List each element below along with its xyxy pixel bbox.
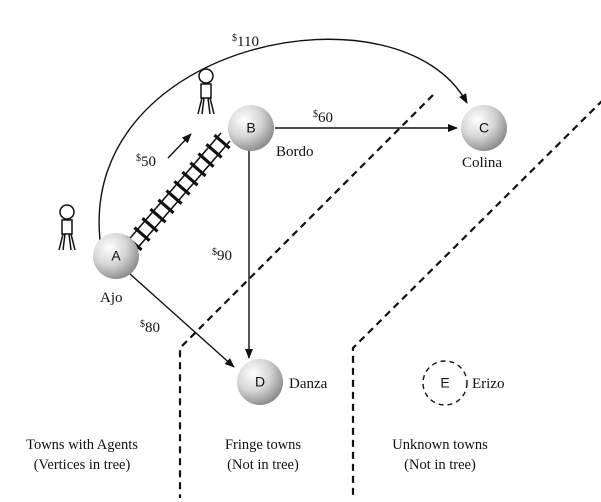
region-fringe-title: Fringe towns	[225, 437, 301, 453]
agent-figure-icon	[197, 68, 215, 115]
arrow-icon	[167, 133, 192, 159]
node-d: D	[237, 359, 283, 405]
railroad-tie	[197, 152, 215, 168]
railroad-tie	[181, 170, 199, 187]
region-fringe-subtitle: (Not in tree)	[227, 457, 299, 473]
agent-figure-icon	[58, 204, 76, 251]
node-b: B	[228, 105, 274, 151]
node-c: C	[461, 105, 507, 151]
node-a: A	[93, 233, 139, 279]
region-agents-subtitle: (Vertices in tree)	[34, 457, 131, 473]
fringe-region-divider	[178, 94, 434, 498]
railroad-tie	[141, 217, 159, 233]
cost-a-d: $80	[140, 319, 160, 336]
railroad-tie	[173, 180, 191, 196]
town-name-erizo: Erizo	[472, 376, 504, 392]
node-d-letter: D	[255, 374, 265, 390]
railroad-track-icon	[124, 132, 231, 253]
node-e-letter: E	[440, 375, 449, 391]
town-name-ajo: Ajo	[100, 290, 123, 306]
node-a-letter: A	[111, 248, 121, 264]
railroad-tie	[205, 143, 223, 159]
cost-b-c: $60	[313, 109, 333, 126]
railroad-tie	[189, 161, 207, 178]
town-name-bordo: Bordo	[276, 144, 314, 160]
railroad-tie	[213, 133, 231, 150]
edge-a-c	[98, 38, 468, 241]
node-b-letter: B	[246, 120, 255, 136]
cost-b-d: $90	[212, 247, 232, 264]
railroad-tie	[165, 189, 183, 205]
railroad-tie	[149, 207, 167, 224]
node-e: E	[422, 360, 468, 406]
town-name-danza: Danza	[289, 376, 328, 392]
region-agents-title: Towns with Agents	[26, 437, 138, 453]
edge-a-d	[129, 273, 235, 368]
region-unknown-title: Unknown towns	[392, 437, 488, 453]
cost-a-c: $110	[232, 33, 259, 50]
region-unknown-subtitle: (Not in tree)	[404, 457, 476, 473]
railroad-tie	[133, 226, 151, 242]
town-name-colina: Colina	[462, 155, 502, 171]
cost-a-b: $50	[136, 153, 156, 170]
unknown-region-divider	[351, 100, 601, 498]
node-c-letter: C	[479, 120, 489, 136]
railroad-tie	[157, 198, 175, 215]
